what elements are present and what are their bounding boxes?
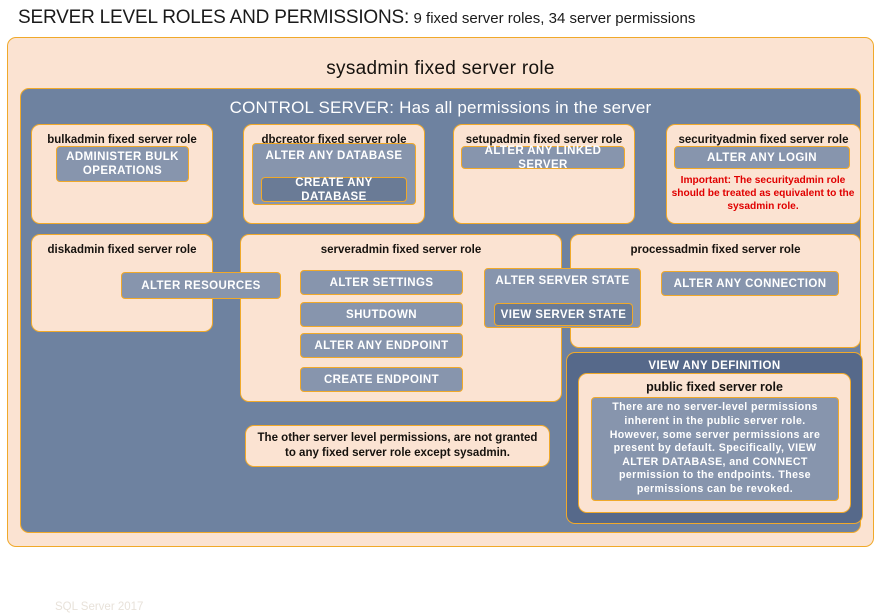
permission-shutdown: SHUTDOWN [300, 302, 463, 327]
other-permissions-note: The other server level permissions, are … [245, 425, 550, 467]
permission-alter-settings: ALTER SETTINGS [300, 270, 463, 295]
view-any-definition-label: VIEW ANY DEFINITION [648, 360, 781, 372]
page-title-sub: 9 fixed server roles, 34 server permissi… [413, 10, 696, 27]
securityadmin-role-box: securityadmin fixed server role [666, 124, 861, 224]
control-server-label: CONTROL SERVER: Has all permissions in t… [229, 98, 652, 117]
securityadmin-role-label: securityadmin fixed server role [678, 134, 849, 146]
serveradmin-role-label: serveradmin fixed server role [320, 244, 482, 256]
diskadmin-role-label: diskadmin fixed server role [47, 244, 197, 256]
public-role-note: There are no server-level permissions in… [591, 397, 839, 501]
page-title-main: SERVER LEVEL ROLES AND PERMISSIONS: [18, 7, 410, 28]
processadmin-role-label: processadmin fixed server role [630, 244, 801, 256]
permission-view-server-state: VIEW SERVER STATE [494, 303, 633, 326]
permission-alter-any-linked-server: ALTER ANY LINKED SERVER [461, 145, 625, 171]
public-role-label: public fixed server role [646, 380, 783, 394]
permission-create-any-database: CREATE ANY DATABASE [261, 177, 407, 203]
bulkadmin-role-label: bulkadmin fixed server role [47, 134, 197, 146]
sql-server-version-label: SQL Server 2017 [55, 601, 144, 613]
securityadmin-important-note: Important: The securityadmin role should… [671, 175, 855, 212]
setupadmin-role-label: setupadmin fixed server role [465, 134, 623, 146]
permission-alter-any-endpoint: ALTER ANY ENDPOINT [300, 333, 463, 358]
permission-alter-any-connection: ALTER ANY CONNECTION [661, 271, 839, 296]
page-title: SERVER LEVEL ROLES AND PERMISSIONS: 9 fi… [18, 7, 695, 29]
permission-alter-resources: ALTER RESOURCES [121, 272, 281, 299]
permission-alter-any-login: ALTER ANY LOGIN [674, 146, 850, 169]
permission-administer-bulk-operations: ADMINISTER BULK OPERATIONS [56, 146, 189, 182]
setupadmin-role-box: setupadmin fixed server role [453, 124, 635, 224]
sysadmin-role-label: sysadmin fixed server role [326, 58, 555, 79]
permission-create-endpoint: CREATE ENDPOINT [300, 367, 463, 392]
